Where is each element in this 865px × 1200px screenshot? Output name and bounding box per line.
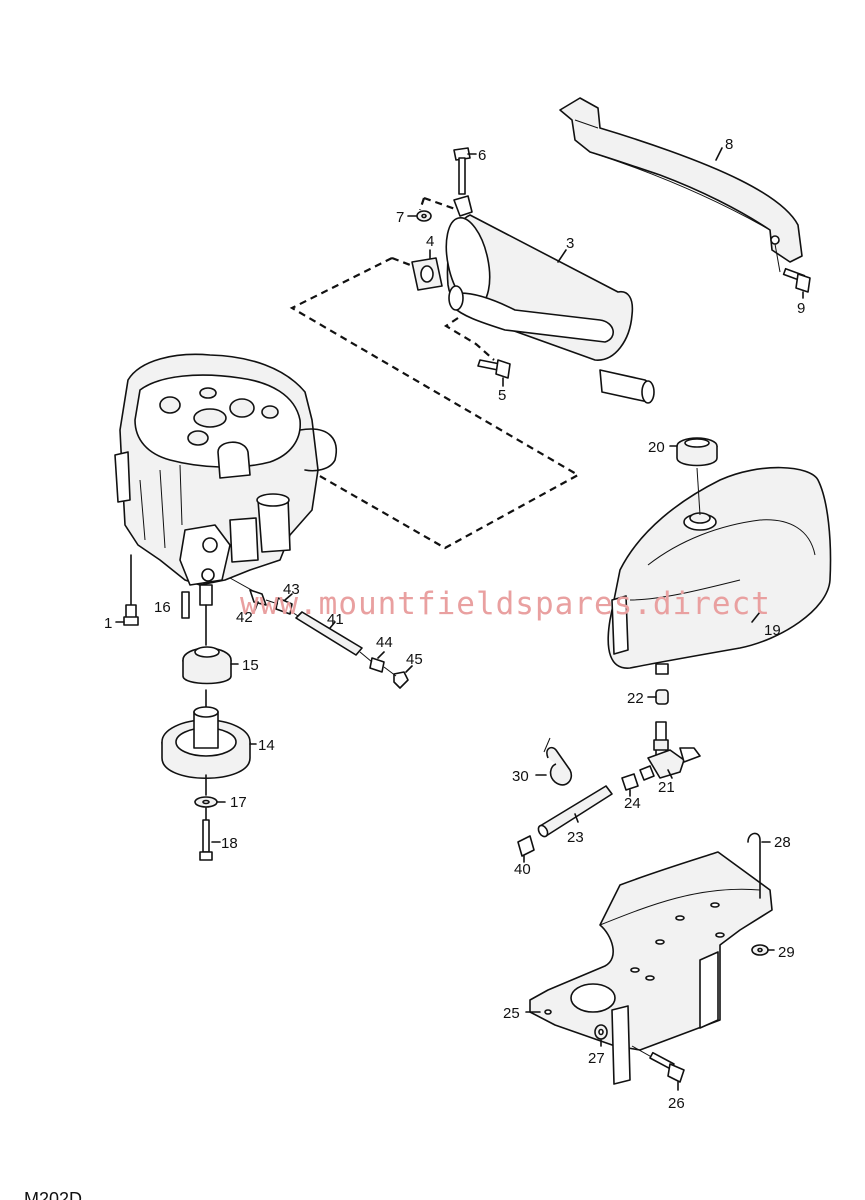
callout-41: 41 bbox=[327, 611, 344, 628]
callout-21: 21 bbox=[658, 779, 675, 796]
callout-20: 20 bbox=[648, 439, 665, 456]
callout-labels: 1 3 4 5 6 7 8 9 14 15 16 17 18 19 20 21 … bbox=[104, 136, 805, 1112]
muffler-part-3 bbox=[445, 195, 655, 404]
callout-17: 17 bbox=[230, 794, 247, 811]
washer-part-27 bbox=[594, 1024, 608, 1047]
pulley-part-14 bbox=[161, 689, 257, 780]
hook-part-28 bbox=[747, 832, 771, 899]
fuel-line-assembly bbox=[229, 577, 413, 689]
fuel-hose-part-23 bbox=[537, 785, 613, 838]
bolt-part-26 bbox=[631, 1045, 685, 1091]
nut-part-7 bbox=[407, 210, 432, 222]
callout-42: 42 bbox=[236, 609, 253, 626]
bracket-part-8 bbox=[559, 97, 803, 263]
key-part-16 bbox=[181, 591, 190, 619]
diagram-code: M202D bbox=[24, 1189, 82, 1200]
callout-40: 40 bbox=[514, 861, 531, 878]
callout-43: 43 bbox=[283, 581, 300, 598]
callout-4: 4 bbox=[426, 233, 434, 250]
callout-45: 45 bbox=[406, 651, 423, 668]
callout-44: 44 bbox=[376, 634, 393, 651]
pulley-part-15 bbox=[182, 604, 239, 685]
bolt-part-5 bbox=[477, 359, 511, 387]
bolt-part-6 bbox=[453, 147, 477, 195]
callout-22: 22 bbox=[627, 690, 644, 707]
callout-30: 30 bbox=[512, 768, 529, 785]
dashed-reference-lines bbox=[289, 196, 581, 550]
engine bbox=[114, 353, 337, 606]
clip-part-30 bbox=[535, 737, 573, 786]
mounting-plate-part-25 bbox=[525, 851, 773, 1085]
fuel-tank-part-19 bbox=[607, 466, 832, 675]
callout-19: 19 bbox=[764, 622, 781, 639]
clamp-part-40 bbox=[517, 835, 535, 863]
callout-14: 14 bbox=[258, 737, 275, 754]
fuel-tap-part-21 bbox=[639, 721, 701, 781]
washer-part-17 bbox=[194, 774, 226, 808]
bolt-part-1 bbox=[115, 554, 139, 626]
nut-part-29 bbox=[751, 944, 775, 956]
callout-27: 27 bbox=[588, 1050, 605, 1067]
watermark-text: www.mountfieldspares.direct bbox=[240, 586, 771, 622]
callout-18: 18 bbox=[221, 835, 238, 852]
callout-24: 24 bbox=[624, 795, 641, 812]
callout-6: 6 bbox=[478, 147, 486, 164]
clamp-part-24 bbox=[621, 773, 639, 797]
gasket-part-4 bbox=[411, 249, 443, 291]
callout-23: 23 bbox=[567, 829, 584, 846]
callout-26: 26 bbox=[668, 1095, 685, 1112]
grommet-part-22 bbox=[647, 689, 669, 705]
callout-16: 16 bbox=[154, 599, 171, 616]
callout-29: 29 bbox=[778, 944, 795, 961]
callout-5: 5 bbox=[498, 387, 506, 404]
bolt-part-9 bbox=[774, 243, 811, 299]
callout-7: 7 bbox=[396, 209, 404, 226]
callout-28: 28 bbox=[774, 834, 791, 851]
fuel-cap-part-20 bbox=[669, 437, 718, 516]
callout-1: 1 bbox=[104, 615, 112, 632]
bolt-part-18 bbox=[199, 807, 221, 861]
callout-3: 3 bbox=[566, 235, 574, 252]
callout-25: 25 bbox=[503, 1005, 520, 1022]
callout-15: 15 bbox=[242, 657, 259, 674]
callout-8: 8 bbox=[725, 136, 733, 153]
callout-9: 9 bbox=[797, 300, 805, 317]
